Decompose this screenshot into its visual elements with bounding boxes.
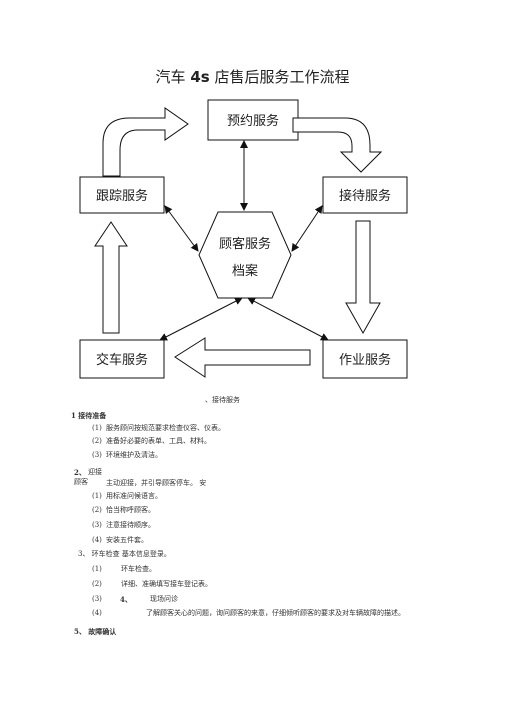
followup-box: 跟踪服务 — [79, 176, 165, 214]
block-arrow-delivery-to-followup — [94, 221, 128, 334]
s3-title: 3、 环车检查 基本信息登录。 — [78, 550, 171, 558]
s2-title-b: 顾客 — [74, 478, 88, 486]
connector-reception-archive — [291, 205, 323, 252]
s2-item-4-num: (4) — [92, 536, 102, 544]
s3-item-3-num: (3) — [92, 595, 102, 603]
s2-item-4-text: 安装五件套。 — [106, 536, 148, 544]
s2-item-1-text: 主动迎接，并引导顾客停车。 安 — [106, 479, 207, 487]
operation-label: 作业服务 — [339, 352, 391, 368]
s4-num: 4、 — [120, 595, 132, 604]
s4-title: 现场问诊 — [150, 595, 178, 603]
block-arrow-reception-to-operation — [345, 220, 381, 335]
flowchart-diagram: 预约服务 跟踪服务 接待服务 交车服务 作业服务 顾客服务 档案 — [79, 99, 408, 379]
connector-delivery-archive — [159, 297, 243, 341]
section-heading: 、接待服务 — [205, 396, 240, 404]
s1-item-3-text: 环境维护及清洁。 — [106, 451, 162, 459]
delivery-label: 交车服务 — [96, 352, 148, 368]
customer-archive-hexagon: 顾客服务 档案 — [198, 211, 292, 299]
operation-box: 作业服务 — [322, 339, 408, 379]
s2-item-1-num: (1) — [92, 492, 102, 500]
s4-item-text: 了解顾客关心的问题，询问顾客的来意，仔细倾听顾客的要求及对车辆故障的描述。 — [146, 609, 405, 617]
connector-followup-archive — [164, 205, 199, 252]
page-title: 汽车 4s 店售后服务工作流程 — [155, 68, 350, 86]
archive-label-line1: 顾客服务 — [219, 236, 271, 252]
s1-item-2-text: 准备好必要的表单、工具、材料。 — [106, 437, 211, 445]
s3-item-2-num: (2) — [92, 580, 102, 588]
appointment-box: 预约服务 — [207, 99, 299, 141]
block-arrow-followup-to-appointment — [102, 107, 189, 177]
archive-label-line2: 档案 — [232, 264, 258, 279]
s3-item-1-text: 环车检查。 — [121, 565, 156, 573]
s1-item-3-num: (3) — [92, 451, 102, 459]
s2-item-3-num: (3) — [92, 521, 102, 529]
appointment-label: 预约服务 — [227, 113, 279, 129]
s2-item-3-text: 注意接待顺序。 — [106, 521, 155, 529]
s2-title-a: 迎接 — [88, 468, 102, 476]
s1-title: 1 接待准备 — [71, 411, 107, 420]
delivery-box: 交车服务 — [79, 339, 165, 379]
s1-item-2-num: (2) — [92, 437, 102, 445]
s1-item-1-text: 服务顾问按规范要求检查仪容、仪表。 — [106, 424, 225, 432]
s2-num: 2、 — [74, 468, 86, 477]
followup-label: 跟踪服务 — [96, 188, 148, 204]
s2-item-2-text: 恰当称呼顾客。 — [106, 506, 155, 514]
s1-item-1-num: (1) — [92, 424, 102, 432]
s4-item-num: (4) — [92, 609, 102, 617]
block-arrow-operation-to-delivery — [174, 337, 311, 378]
s5-title: 5、 故障确认 — [74, 627, 117, 636]
connector-operation-archive — [247, 297, 329, 341]
s2-item-1b-text: 用标准问候语言。 — [106, 492, 162, 500]
reception-label: 接待服务 — [339, 188, 391, 204]
s3-item-2-text: 详细、准确填写接车登记表。 — [121, 580, 212, 588]
s3-item-1-num: (1) — [92, 565, 102, 573]
s2-item-2-num: (2) — [92, 506, 102, 514]
block-arrow-appointment-to-reception — [292, 117, 383, 173]
reception-box: 接待服务 — [322, 176, 408, 214]
